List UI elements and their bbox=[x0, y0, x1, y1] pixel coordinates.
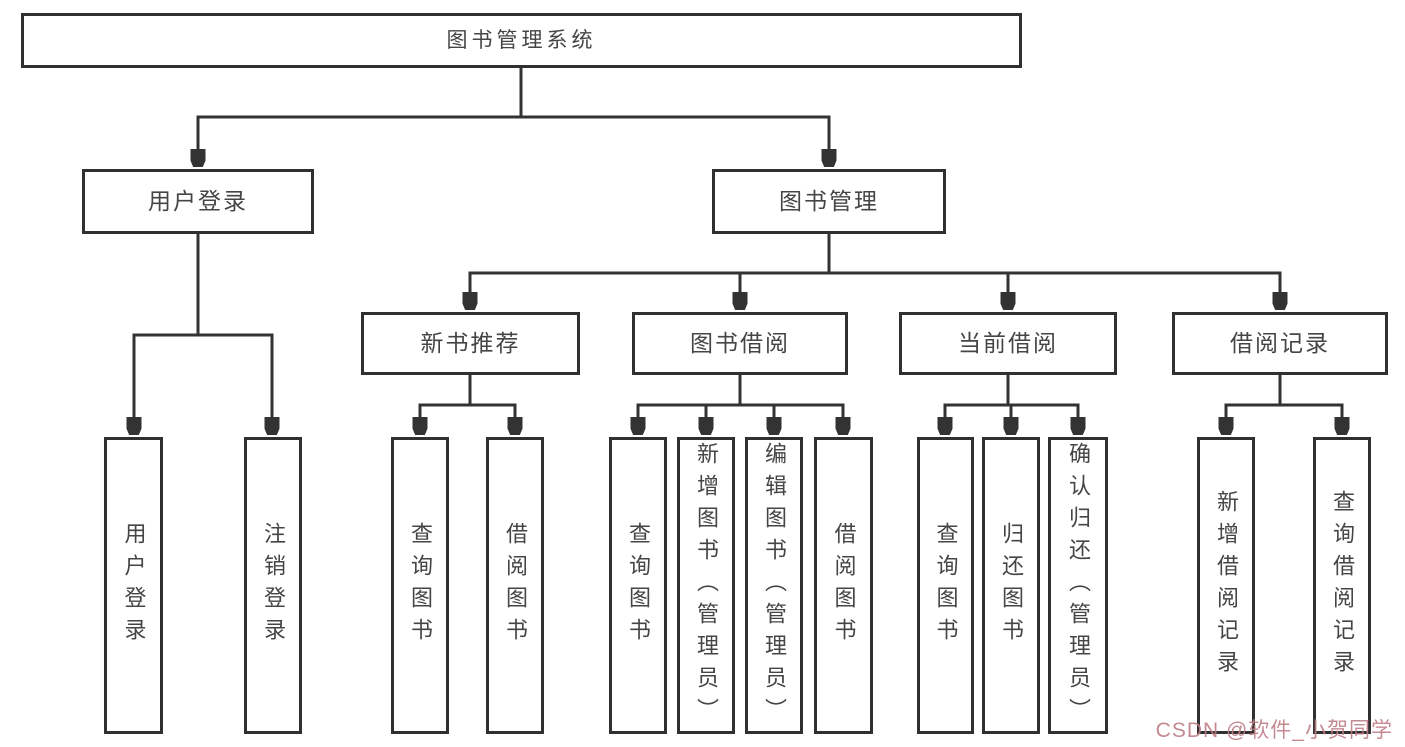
leaf-cb-return-books: 归还图书 bbox=[982, 437, 1040, 734]
leaf-user-login: 用户登录 bbox=[104, 437, 163, 734]
leaf-bb-add-books-admin: 新增图书（管理员） bbox=[677, 437, 735, 734]
leaf-br-add-record: 新增借阅记录 bbox=[1197, 437, 1255, 734]
node-user-login: 用户登录 bbox=[82, 169, 314, 234]
csdn-watermark: CSDN @软件_小贺同学 bbox=[1155, 719, 1393, 742]
leaf-br-query-record: 查询借阅记录 bbox=[1313, 437, 1371, 734]
leaf-cb-query-books: 查询图书 bbox=[917, 437, 974, 734]
node-current-borrowing: 当前借阅 bbox=[899, 312, 1117, 375]
leaf-rec-query-books: 查询图书 bbox=[391, 437, 449, 734]
leaf-bb-query-books: 查询图书 bbox=[609, 437, 667, 734]
leaf-bb-edit-books-admin: 编辑图书（管理员） bbox=[745, 437, 803, 734]
leaf-cb-confirm-return-admin: 确认归还（管理员） bbox=[1048, 437, 1108, 734]
leaf-bb-borrow-books: 借阅图书 bbox=[814, 437, 873, 734]
leaf-logout: 注销登录 bbox=[244, 437, 302, 734]
node-borrowing-records: 借阅记录 bbox=[1172, 312, 1388, 375]
node-library-management-system: 图书管理系统 bbox=[21, 13, 1022, 68]
node-new-book-recommendation: 新书推荐 bbox=[361, 312, 580, 375]
node-book-management: 图书管理 bbox=[712, 169, 946, 234]
leaf-rec-borrow-books: 借阅图书 bbox=[486, 437, 544, 734]
node-book-borrowing: 图书借阅 bbox=[632, 312, 848, 375]
